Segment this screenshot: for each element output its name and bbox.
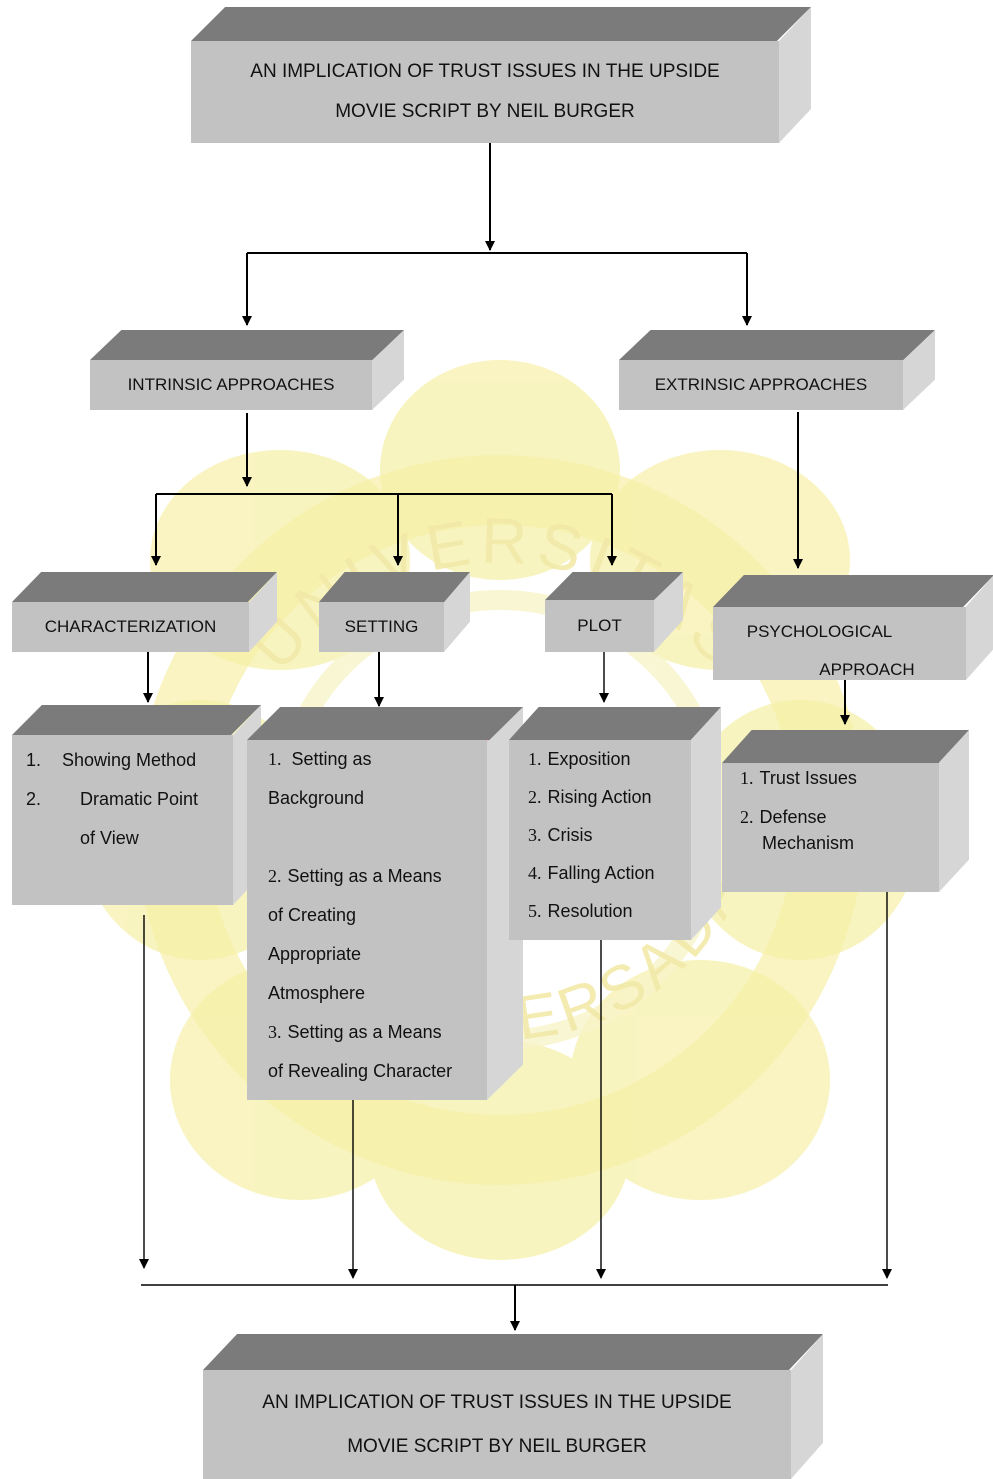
psychological-approach-box: PSYCHOLOGICAL APPROACH	[713, 575, 993, 680]
title-box-bottom: AN IMPLICATION OF TRUST ISSUES IN THE UP…	[203, 1334, 823, 1479]
characterization-item: of View	[80, 828, 139, 848]
plot-box: PLOT	[545, 572, 683, 652]
intrinsic-approaches-label: INTRINSIC APPROACHES	[127, 374, 335, 394]
setting-item: Appropriate	[268, 944, 362, 964]
setting-item: 2.Setting as a Means	[268, 866, 442, 886]
characterization-item: 2.Dramatic Point	[26, 789, 199, 809]
plot-item: 5.Resolution	[528, 901, 633, 921]
psychological-details-box: 1.Trust Issues 2.Defense Mechanism	[722, 730, 969, 892]
characterization-item: 1.Showing Method	[26, 750, 197, 770]
setting-item: 3.Setting as a Means	[268, 1022, 442, 1042]
setting-box: SETTING	[319, 572, 470, 652]
setting-item: Atmosphere	[268, 983, 366, 1003]
plot-item: 4.Falling Action	[528, 863, 655, 883]
title-top-line-1: AN IMPLICATION OF TRUST ISSUES IN THE UP…	[250, 61, 720, 82]
characterization-details-box: 1.Showing Method 2.Dramatic Point of Vie…	[12, 705, 261, 905]
plot-details-box: 1.Exposition 2.Rising Action 3.Crisis 4.…	[509, 707, 721, 940]
title-bottom-line-1: AN IMPLICATION OF TRUST ISSUES IN THE UP…	[262, 1391, 732, 1413]
setting-item: Background	[268, 788, 365, 808]
setting-spacer	[268, 818, 452, 857]
setting-item: of Creating	[268, 905, 357, 925]
setting-item: of Revealing Character	[268, 1061, 453, 1081]
extrinsic-approaches-label: EXTRINSIC APPROACHES	[654, 374, 868, 394]
extrinsic-approaches-box: EXTRINSIC APPROACHES	[619, 330, 935, 410]
intrinsic-approaches-box: INTRINSIC APPROACHES	[90, 330, 404, 410]
characterization-label: CHARACTERIZATION	[44, 616, 217, 636]
psychological-label-line-1: PSYCHOLOGICAL	[746, 622, 893, 641]
title-bottom-line-2: MOVIE SCRIPT BY NEIL BURGER	[347, 1435, 647, 1457]
title-top-line-2: MOVIE SCRIPT BY NEIL BURGER	[335, 101, 635, 122]
plot-label: PLOT	[577, 615, 622, 635]
setting-item: 1.Setting as	[268, 749, 372, 769]
psychological-item: 2.Defense	[740, 807, 827, 827]
characterization-box: CHARACTERIZATION	[12, 572, 277, 652]
plot-item: 2.Rising Action	[528, 787, 652, 807]
setting-details-box: 1.Setting as Background 2.Setting as a M…	[247, 707, 523, 1100]
plot-item: 1.Exposition	[528, 749, 631, 769]
psychological-item: Mechanism	[762, 833, 855, 853]
setting-label: SETTING	[344, 616, 419, 636]
psychological-label-line-2: APPROACH	[819, 660, 915, 679]
plot-item: 3.Crisis	[528, 825, 593, 845]
psychological-item: 1.Trust Issues	[740, 768, 857, 788]
title-box-top: AN IMPLICATION OF TRUST ISSUES IN THE UP…	[191, 7, 811, 143]
